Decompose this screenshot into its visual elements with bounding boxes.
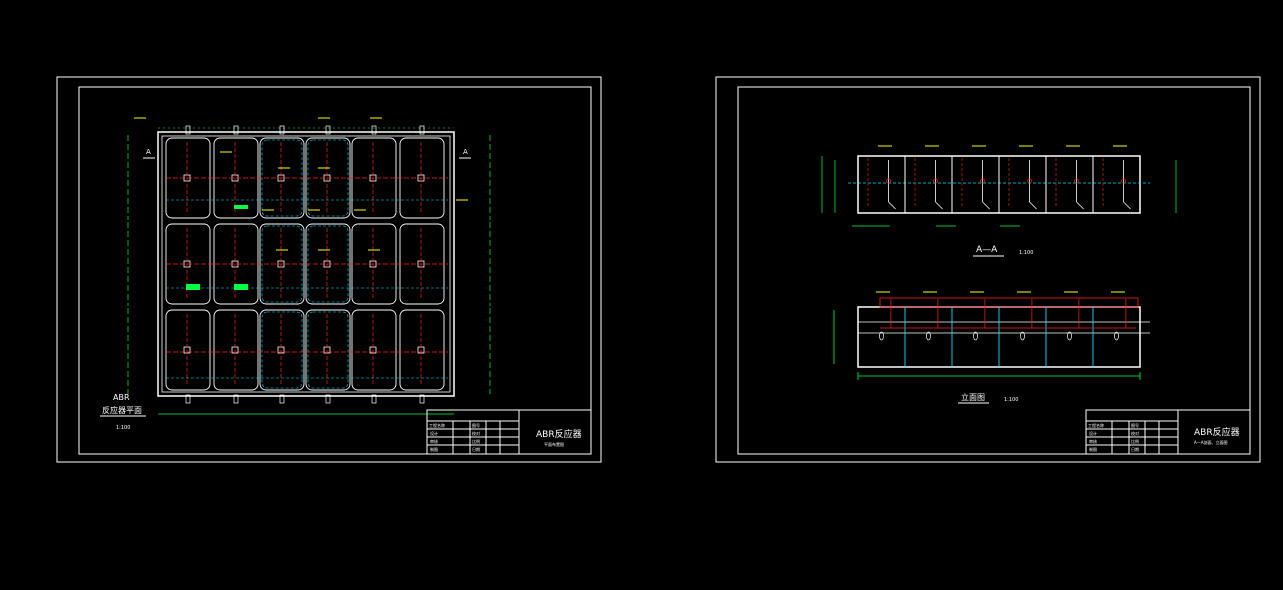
- title-block-subtitle: 平面布置图: [544, 441, 564, 447]
- elevation-nozzle: [1020, 331, 1025, 341]
- section-compartments: [857, 145, 1131, 213]
- title-block-cell: 设计: [1089, 430, 1097, 436]
- title-block-cell: 比例: [472, 438, 480, 444]
- title-block-cell: 设计: [430, 430, 438, 436]
- section-dimensions: [821, 156, 1177, 227]
- plan-pipe-stub: [419, 394, 425, 404]
- elevation-scale: 1:100: [1004, 397, 1018, 403]
- plan-pipe-stub: [279, 394, 285, 404]
- section-mark-right: A: [463, 148, 468, 156]
- section-nozzle: [1027, 178, 1032, 184]
- elevation-view: [833, 291, 1150, 380]
- plan-tank-outline: [157, 131, 455, 397]
- title-block-cell: 制图: [430, 446, 438, 452]
- title-block-cell: 图号: [472, 422, 480, 428]
- plan-pipe-stub: [185, 125, 191, 135]
- plan-pipes: [166, 142, 448, 386]
- plan-compartment: [351, 309, 397, 391]
- title-block-name: ABR反应器: [1194, 426, 1240, 438]
- section-view: [821, 145, 1177, 227]
- plan-compartment: [213, 309, 259, 391]
- plan-title-line1: ABR: [113, 393, 130, 402]
- plan-view: A A: [127, 117, 491, 415]
- plan-pipe-stub: [185, 394, 191, 404]
- plan-scale: 1:100: [116, 425, 130, 431]
- title-block-cell: 日期: [472, 446, 480, 452]
- title-block-cell: 校对: [1131, 430, 1139, 436]
- plan-pipe-stub: [325, 125, 331, 135]
- section-nozzle: [980, 178, 985, 184]
- section-baffle-tip: [888, 201, 896, 210]
- sheet-right-outer-frame: [715, 76, 1261, 463]
- section-mark-left: A: [146, 148, 151, 156]
- title-block-name: ABR反应器: [536, 428, 582, 440]
- title-block-cell: 工程名称: [429, 422, 445, 428]
- title-block-cell: 日期: [1131, 446, 1139, 452]
- elevation-nozzle: [879, 331, 884, 341]
- title-block-cell: 审核: [430, 438, 438, 444]
- plan-compartment: [305, 309, 351, 391]
- elevation-nozzle: [973, 331, 978, 341]
- plan-compartment: [165, 309, 211, 391]
- title-block-cell: 校对: [472, 430, 480, 436]
- title-block-cell: 制图: [1089, 446, 1097, 452]
- section-title: A—A: [976, 245, 998, 255]
- section-baffle-tip: [935, 201, 943, 210]
- sheet-left-inner-frame: [78, 86, 592, 455]
- sheet-left-outer-frame: [56, 76, 602, 463]
- section-baffle-tip: [1029, 201, 1037, 210]
- plan-dimensions: [127, 117, 491, 415]
- elevation-nozzle: [926, 331, 931, 341]
- plan-compartment: [259, 309, 305, 391]
- plan-pipe-stub: [279, 125, 285, 135]
- plan-label-highlight: [234, 205, 248, 209]
- title-block-right: 工程名称 设计 审核 图号 校对 比例 制图 日期 ABR反应器 A—A剖面、立…: [1085, 409, 1251, 455]
- section-nozzle: [1074, 178, 1079, 184]
- plan-title-line2: 反应器平面: [102, 405, 142, 415]
- section-nozzle: [933, 178, 938, 184]
- elevation-nozzle: [1114, 331, 1119, 341]
- section-baffle-tip: [982, 201, 990, 210]
- section-baffle-tip: [1123, 201, 1131, 210]
- elevation-nozzle: [1067, 331, 1072, 341]
- plan-compartment: [399, 309, 445, 391]
- section-nozzle: [886, 178, 891, 184]
- plan-label-highlight: [186, 284, 200, 290]
- title-block-subtitle: A—A剖面、立面图: [1194, 439, 1227, 445]
- plan-compartment-inner: [307, 311, 349, 389]
- plan-pipe-stub: [233, 125, 239, 135]
- sheet-left: A A ABR 反应器平面 1:100 工程名称 设计 审核 图号 校对 比例: [56, 76, 602, 463]
- title-block-cell: 比例: [1131, 438, 1139, 444]
- sheet-right: A—A 1:100 立面图 1:100: [715, 76, 1261, 463]
- title-block-cell: 图号: [1131, 422, 1139, 428]
- title-block-cell: 工程名称: [1088, 422, 1104, 428]
- section-baffle-tip: [1076, 201, 1084, 210]
- plan-pipe-stub: [419, 125, 425, 135]
- title-block-cell: 审核: [1089, 438, 1097, 444]
- section-nozzle: [1121, 178, 1126, 184]
- plan-label-highlight: [234, 284, 248, 290]
- elevation-compartments: [857, 291, 1141, 367]
- elevation-title: 立面图: [961, 392, 985, 402]
- title-block-left: 工程名称 设计 审核 图号 校对 比例 制图 日期 ABR反应器 平面布置图: [426, 409, 592, 455]
- sheet-right-inner-frame: [737, 86, 1251, 455]
- plan-pipe-stub: [325, 394, 331, 404]
- plan-pipe-stub: [371, 394, 377, 404]
- section-scale: 1:100: [1019, 250, 1033, 256]
- plan-pipe-stub: [371, 125, 377, 135]
- plan-pipe-stub: [233, 394, 239, 404]
- plan-compartment-inner: [261, 311, 303, 389]
